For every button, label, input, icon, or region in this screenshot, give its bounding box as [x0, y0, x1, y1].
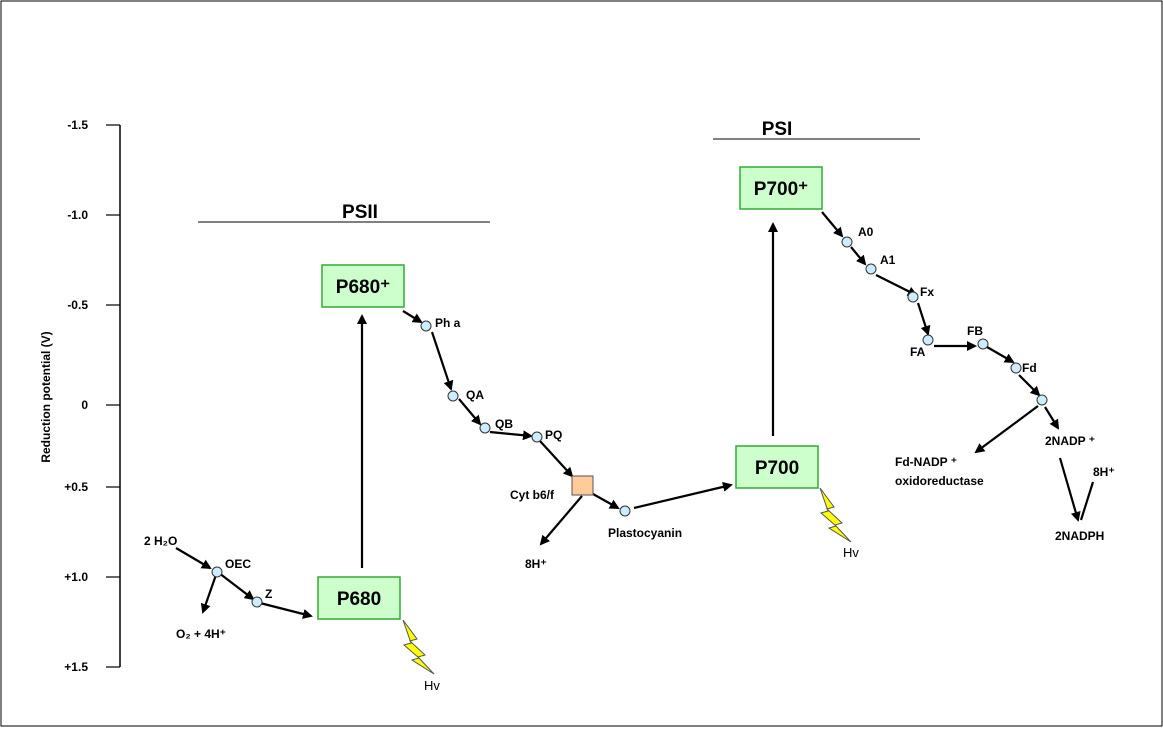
- cyt-b6f-square: [571, 475, 594, 496]
- fnr-carrier: [1036, 394, 1048, 406]
- fa-label: FA: [910, 345, 926, 359]
- hv-label: Hv: [843, 545, 859, 560]
- y-axis-label: Reduction potential (V): [39, 331, 53, 462]
- hv-label: Hv: [424, 678, 440, 693]
- cyt-b6f-label: Cyt b6/f: [510, 488, 555, 502]
- qb-label: QB: [495, 417, 513, 431]
- p700-plus-box: [739, 166, 823, 210]
- fd-carrier: [1010, 362, 1022, 374]
- a1-label: A1: [880, 253, 896, 267]
- oec-carrier: [211, 566, 223, 578]
- oec-label: OEC: [225, 557, 251, 571]
- p680-label: P680: [337, 589, 381, 610]
- tick-label: -1.5: [67, 118, 88, 132]
- pha-label: Ph a: [435, 316, 461, 330]
- proton-label: 8H⁺: [525, 557, 547, 571]
- p700-box: [735, 445, 819, 489]
- nadp-label: 2NADP ⁺: [1045, 434, 1095, 448]
- proton-label: 8H⁺: [1093, 465, 1115, 479]
- a0-label: A0: [858, 225, 874, 239]
- fnr-label: Fd-NADP ⁺: [895, 455, 957, 469]
- psii-label: PSII: [342, 202, 378, 223]
- fnr-label: oxidoreductase: [895, 474, 984, 488]
- electron-flow-arrows: [175, 211, 1095, 619]
- p680-box: [317, 576, 401, 620]
- p680-plus-box: [321, 264, 405, 308]
- oxygen-label: O₂ + 4H⁺: [176, 627, 226, 641]
- qa-label: QA: [466, 388, 484, 402]
- a1-carrier: [865, 263, 877, 275]
- qb-carrier: [479, 422, 491, 434]
- a0-carrier: [841, 236, 853, 248]
- plastocyanin-carrier: [619, 505, 631, 517]
- pq-label: PQ: [545, 428, 562, 442]
- fd-label: Fd: [1022, 361, 1037, 375]
- fb-carrier: [977, 338, 989, 350]
- tick-label: +1.0: [64, 570, 88, 584]
- fb-label: FB: [967, 324, 983, 338]
- fx-carrier: [907, 291, 919, 303]
- nadph-label: 2NADPH: [1055, 529, 1104, 543]
- fa-carrier: [922, 334, 934, 346]
- fx-label: Fx: [920, 285, 934, 299]
- p680-plus-label: P680⁺: [336, 277, 390, 298]
- psi-label: PSI: [762, 119, 793, 140]
- electron-carriers: [211, 236, 1048, 608]
- z-label: Z: [265, 587, 272, 601]
- tick-label: -0.5: [67, 298, 88, 312]
- water-label: 2 H₂O: [144, 534, 177, 548]
- lightning-icon: [819, 487, 852, 543]
- qa-carrier: [447, 390, 459, 402]
- y-axis: -1.5 -1.0 -0.5 0 +0.5 +1.0 +1.5 Reductio…: [39, 118, 121, 674]
- pq-carrier: [531, 431, 543, 443]
- z-carrier: [251, 596, 263, 608]
- plastocyanin-label: Plastocyanin: [608, 526, 682, 540]
- pha-carrier: [420, 320, 432, 332]
- tick-label: +0.5: [64, 480, 88, 494]
- tick-label: 0: [81, 398, 88, 412]
- p700-plus-label: P700⁺: [754, 179, 808, 200]
- tick-label: -1.0: [67, 208, 88, 222]
- p700-label: P700: [755, 458, 799, 479]
- lightning-icon: [402, 619, 435, 675]
- tick-label: +1.5: [64, 660, 88, 674]
